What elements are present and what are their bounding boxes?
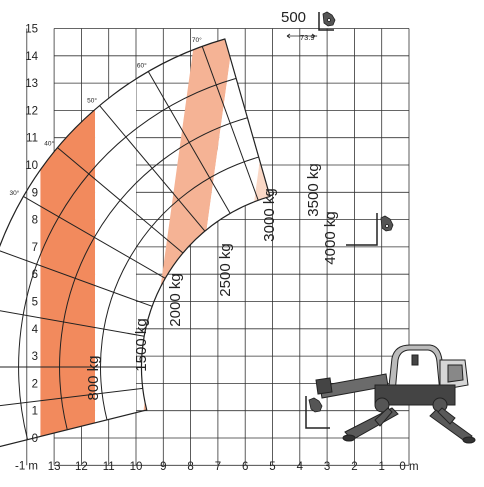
zone-label: 2000 kg: [167, 273, 184, 326]
y-tick-label: 15: [25, 24, 38, 36]
x-tick-label: 11: [103, 461, 115, 473]
x-tick-label: 6: [242, 461, 248, 473]
zone-label: 1500 kg: [133, 318, 150, 371]
angle-label: 50°: [87, 96, 97, 104]
envelope-outline: [0, 38, 271, 448]
y-tick-label: 6: [32, 269, 38, 281]
zone-label: 3500 kg: [305, 163, 322, 216]
top-angle-label: 73.9°: [300, 33, 318, 42]
x-tick-label: 3: [324, 461, 330, 473]
angle-label: 40°: [44, 139, 54, 147]
x-tick-label: 0 m: [399, 461, 418, 473]
x-tick-label: 4: [297, 461, 304, 473]
fork-icon-low: [305, 396, 330, 429]
x-tick-label: 5: [269, 461, 275, 473]
y-tick-label: 10: [25, 160, 38, 172]
x-tick-label: 2: [351, 461, 357, 473]
reach-arc: [100, 156, 259, 420]
reach-arc: [18, 77, 237, 440]
angle-label: 60°: [137, 62, 147, 70]
top-load-label: 500: [281, 9, 306, 26]
zone-label: 800 kg: [85, 355, 102, 400]
zone-label: 3000 kg: [261, 188, 278, 241]
y-tick-label: 2: [32, 378, 38, 390]
angle-label: 30°: [9, 189, 19, 197]
fork-icon-top: [318, 11, 336, 31]
x-tick-label: 10: [130, 461, 143, 473]
y-tick-label: 1: [32, 406, 38, 418]
y-tick-label: 0: [32, 433, 38, 445]
x-axis-ticks: 13 12 11 10 9 8 7 6 5 4 3 2 1 0 m: [48, 461, 419, 473]
fork-icon-mid: [346, 213, 394, 246]
y-tick-label: 4: [32, 324, 39, 336]
y-tick-label: 7: [32, 242, 38, 254]
y-tick-label: 12: [25, 105, 38, 117]
zone-label: 2500 kg: [217, 243, 234, 296]
y-tick-label: 13: [25, 78, 38, 90]
envelope-lines: [0, 38, 271, 448]
y-tick-label: -1 m: [15, 460, 38, 472]
angle-labels: -6.9°0°10°20°30°40°50°60°70°: [9, 36, 202, 197]
x-tick-label: 12: [75, 461, 88, 473]
dimension-arrow: [286, 33, 316, 39]
y-tick-label: 14: [25, 51, 38, 63]
reach-arc: [59, 117, 248, 430]
y-tick-label: 5: [32, 297, 38, 309]
x-tick-label: 8: [187, 461, 193, 473]
x-tick-label: 9: [160, 461, 166, 473]
zone-labels: 800 kg 1500 kg 2000 kg 2500 kg 3000 kg 3500 k…: [85, 163, 339, 400]
zone-label: 4000 kg: [322, 211, 339, 264]
x-tick-label: 13: [48, 461, 61, 473]
y-tick-label: 11: [26, 133, 38, 145]
x-tick-label: 7: [215, 461, 221, 473]
y-tick-label: 3: [32, 351, 38, 363]
x-tick-label: 1: [378, 461, 384, 473]
y-tick-label: 9: [32, 187, 38, 199]
machine-icon: [315, 344, 476, 444]
angle-label: 70°: [192, 36, 202, 44]
y-tick-label: 8: [32, 215, 38, 227]
